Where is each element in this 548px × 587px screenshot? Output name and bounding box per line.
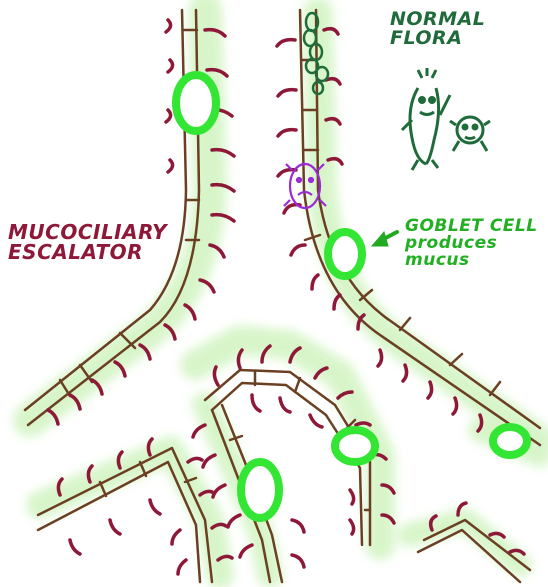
- goblet-cell: [335, 430, 375, 462]
- normal-flora-line-2: FLORA: [390, 29, 485, 48]
- goblet-cell: [241, 462, 279, 518]
- arrow-icon: [372, 232, 397, 246]
- mucus-layer: [30, 10, 540, 575]
- goblet-line-3: mucus: [405, 252, 538, 269]
- goblet-cell: [176, 75, 216, 131]
- mucociliary-escalator-label: MUCOCILIARY ESCALATOR: [8, 222, 167, 262]
- coccus-bacterium-icon: [450, 117, 490, 151]
- escalator-line-2: ESCALATOR: [8, 242, 167, 262]
- cilia: [48, 20, 524, 574]
- goblet-cell: [493, 427, 527, 455]
- rod-bacterium-icon: [402, 68, 450, 170]
- normal-flora-label: NORMAL FLORA: [390, 10, 485, 48]
- goblet-cell: [328, 232, 362, 276]
- goblet-cell-label: GOBLET CELL produces mucus: [405, 218, 538, 269]
- escalator-line-1: MUCOCILIARY: [8, 222, 167, 242]
